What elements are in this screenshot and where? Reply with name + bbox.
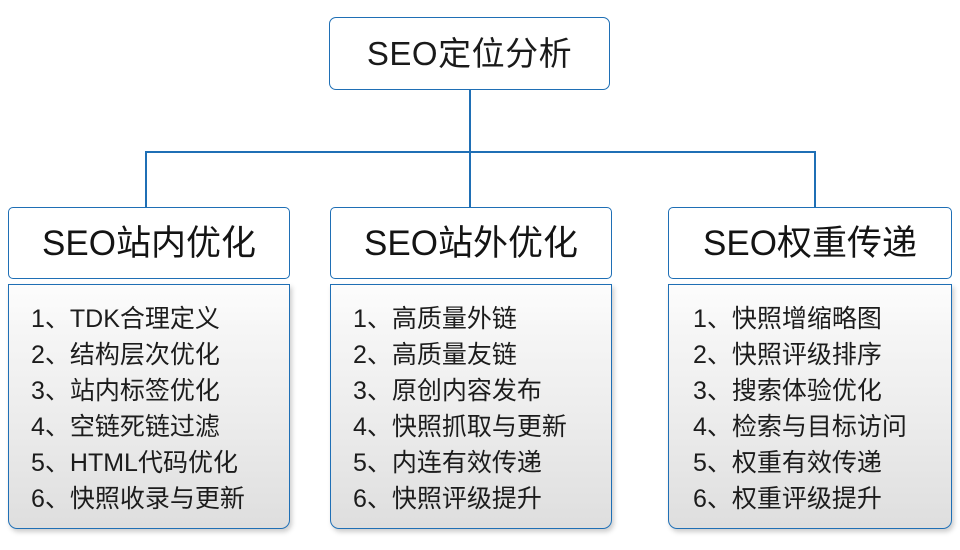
connector-root-stem — [469, 90, 471, 152]
list-item[interactable]: 1、 高质量外链 — [353, 301, 611, 337]
list-item[interactable]: 5、 权重有效传递 — [693, 445, 951, 481]
branch-body-1: 1、 TDK合理定义 2、 结构层次优化 3、 站内标签优化 4、 空链死链过滤… — [8, 284, 290, 529]
list-item-index: 2、 — [31, 341, 70, 369]
list-item[interactable]: 6、 快照评级提升 — [353, 481, 611, 517]
list-item-index: 4、 — [31, 413, 70, 441]
list-item[interactable]: 3、 站内标签优化 — [31, 373, 289, 409]
list-item-index: 6、 — [353, 485, 392, 513]
branch-body-3: 1、 快照增缩略图 2、 快照评级排序 3、 搜索体验优化 4、 检索与目标访问… — [668, 284, 952, 529]
list-item-text: 快照评级提升 — [391, 485, 542, 513]
list-item[interactable]: 6、 权重评级提升 — [693, 481, 951, 517]
root-node[interactable]: SEO定位分析 — [329, 17, 610, 90]
list-item[interactable]: 3、 原创内容发布 — [353, 373, 611, 409]
list-item-index: 5、 — [31, 449, 70, 477]
list-item-index: 1、 — [353, 305, 392, 333]
list-item[interactable]: 4、 快照抓取与更新 — [353, 409, 611, 445]
list-item-index: 4、 — [353, 413, 392, 441]
list-item-index: 4、 — [693, 413, 732, 441]
list-item-index: 1、 — [693, 305, 732, 333]
list-item-text: 快照抓取与更新 — [391, 413, 567, 441]
branch-column-1: SEO站内优化 1、 TDK合理定义 2、 结构层次优化 3、 站内标签优化 4… — [8, 207, 290, 529]
connector-drop-column-3 — [814, 151, 816, 208]
list-item-text: TDK合理定义 — [69, 305, 220, 333]
item-list-2: 1、 高质量外链 2、 高质量友链 3、 原创内容发布 4、 快照抓取与更新 5… — [331, 301, 611, 517]
list-item[interactable]: 6、 快照收录与更新 — [31, 481, 289, 517]
list-item[interactable]: 2、 结构层次优化 — [31, 337, 289, 373]
list-item[interactable]: 1、 快照增缩略图 — [693, 301, 951, 337]
list-item-index: 6、 — [31, 485, 70, 513]
list-item-text: 搜索体验优化 — [731, 377, 882, 405]
list-item-text: 快照收录与更新 — [69, 485, 245, 513]
branch-header-label-1: SEO站内优化 — [42, 223, 256, 263]
item-list-1: 1、 TDK合理定义 2、 结构层次优化 3、 站内标签优化 4、 空链死链过滤… — [9, 301, 289, 517]
branch-header-label-2: SEO站外优化 — [364, 223, 578, 263]
list-item[interactable]: 4、 检索与目标访问 — [693, 409, 951, 445]
list-item-text: 快照评级排序 — [731, 341, 882, 369]
list-item[interactable]: 5、 内连有效传递 — [353, 445, 611, 481]
list-item-text: HTML代码优化 — [69, 449, 238, 477]
list-item-index: 2、 — [353, 341, 392, 369]
list-item-text: 检索与目标访问 — [731, 413, 907, 441]
list-item-index: 3、 — [693, 377, 732, 405]
branch-header-1[interactable]: SEO站内优化 — [8, 207, 290, 279]
list-item-text: 空链死链过滤 — [69, 413, 220, 441]
list-item-index: 1、 — [31, 305, 70, 333]
connector-horizontal-bus — [145, 151, 815, 153]
connector-drop-column-2 — [469, 151, 471, 208]
list-item-text: 高质量外链 — [391, 305, 517, 333]
list-item-index: 6、 — [693, 485, 732, 513]
branch-column-3: SEO权重传递 1、 快照增缩略图 2、 快照评级排序 3、 搜索体验优化 4、 — [668, 207, 952, 529]
branch-header-2[interactable]: SEO站外优化 — [330, 207, 612, 279]
list-item[interactable]: 1、 TDK合理定义 — [31, 301, 289, 337]
branch-column-2: SEO站外优化 1、 高质量外链 2、 高质量友链 3、 原创内容发布 4、 快 — [330, 207, 612, 529]
list-item-text: 权重评级提升 — [731, 485, 882, 513]
list-item-text: 结构层次优化 — [69, 341, 220, 369]
list-item-text: 权重有效传递 — [731, 449, 882, 477]
item-list-3: 1、 快照增缩略图 2、 快照评级排序 3、 搜索体验优化 4、 检索与目标访问… — [669, 301, 951, 517]
branch-header-label-3: SEO权重传递 — [703, 223, 917, 263]
list-item[interactable]: 3、 搜索体验优化 — [693, 373, 951, 409]
list-item-index: 3、 — [31, 377, 70, 405]
list-item-text: 高质量友链 — [391, 341, 517, 369]
list-item-text: 内连有效传递 — [391, 449, 542, 477]
list-item-index: 5、 — [353, 449, 392, 477]
branch-body-2: 1、 高质量外链 2、 高质量友链 3、 原创内容发布 4、 快照抓取与更新 5… — [330, 284, 612, 529]
list-item-text: 快照增缩略图 — [731, 305, 882, 333]
list-item[interactable]: 4、 空链死链过滤 — [31, 409, 289, 445]
list-item[interactable]: 2、 高质量友链 — [353, 337, 611, 373]
list-item-text: 原创内容发布 — [391, 377, 542, 405]
list-item-text: 站内标签优化 — [69, 377, 220, 405]
list-item-index: 5、 — [693, 449, 732, 477]
list-item-index: 2、 — [693, 341, 732, 369]
branch-header-3[interactable]: SEO权重传递 — [668, 207, 952, 279]
root-node-label: SEO定位分析 — [366, 35, 573, 72]
list-item-index: 3、 — [353, 377, 392, 405]
list-item[interactable]: 2、 快照评级排序 — [693, 337, 951, 373]
list-item[interactable]: 5、 HTML代码优化 — [31, 445, 289, 481]
connector-drop-column-1 — [145, 151, 147, 208]
